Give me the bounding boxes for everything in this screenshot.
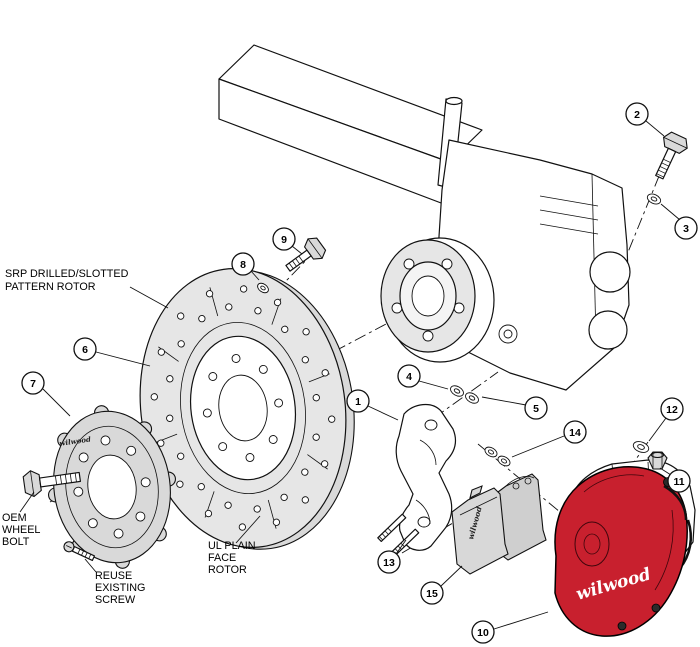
callouts: 1 2 3 4 5 6 7 8 9 10 11 12 13 14 15	[21, 102, 698, 644]
svg-text:15: 15	[426, 588, 438, 600]
label-srp-rotor-line1: SRP DRILLED/SLOTTED	[5, 268, 129, 280]
text-labels: SRP DRILLED/SLOTTED PATTERN ROTOR UL PLA…	[2, 268, 261, 606]
bracket-stud-upper	[377, 513, 407, 543]
knuckle-bolt	[655, 131, 688, 180]
bracket-washer-b	[465, 392, 479, 404]
knuckle-lobe-upper	[589, 251, 631, 293]
callout-2: 2	[625, 102, 649, 126]
callout-13: 13	[377, 550, 401, 574]
callout-8: 8	[231, 252, 255, 276]
callout-11: 11	[667, 469, 691, 493]
label-oem-bolt-line3: BOLT	[2, 536, 30, 548]
svg-text:1: 1	[355, 396, 361, 408]
label-reuse-screw-line1: REUSE	[95, 570, 132, 582]
svg-text:3: 3	[683, 223, 689, 235]
callout-1: 1	[346, 389, 370, 413]
rotor-drill-holes	[150, 285, 336, 531]
svg-text:9: 9	[281, 234, 287, 246]
label-oem-bolt-line2: WHEEL	[2, 524, 40, 536]
svg-text:4: 4	[406, 371, 412, 383]
callout-14: 14	[563, 420, 587, 444]
pad-washer-a	[484, 446, 498, 458]
svg-text:8: 8	[240, 259, 246, 271]
hat-bolt-holes	[73, 435, 151, 539]
label-reuse-screw-line3: SCREW	[95, 594, 136, 606]
hub-flange	[380, 237, 495, 363]
svg-text:2: 2	[634, 109, 640, 121]
caliper-washer	[632, 441, 650, 453]
bracket-washer-a	[450, 385, 464, 397]
crossover-tube	[663, 484, 688, 521]
svg-text:6: 6	[82, 344, 88, 356]
svg-text:12: 12	[666, 404, 678, 416]
callout-3: 3	[674, 216, 698, 240]
caliper-bolt-head	[651, 603, 661, 613]
label-ul-rotor-line2: FACE	[208, 552, 236, 564]
hat-adapter: wilwood	[48, 405, 176, 569]
callout-12: 12	[660, 397, 684, 421]
oem-wheel-bolt	[22, 470, 82, 498]
brake-pad-outer: wilwood	[451, 485, 509, 575]
hat-logo: wilwood	[59, 435, 92, 448]
svg-text:5: 5	[533, 403, 539, 415]
svg-text:7: 7	[30, 378, 36, 390]
shock-rod-cap	[445, 96, 463, 106]
callout-10: 10	[471, 620, 495, 644]
svg-text:11: 11	[673, 476, 684, 488]
rotor-screw	[285, 237, 327, 272]
knuckle-bolt-washer	[646, 193, 662, 205]
callout-9: 9	[272, 227, 296, 251]
label-ul-rotor-line1: UL PLAIN	[208, 540, 256, 552]
caliper-bolt-head	[617, 621, 627, 631]
callout-15: 15	[420, 581, 444, 605]
callout-6: 6	[73, 337, 97, 361]
svg-text:13: 13	[383, 557, 395, 569]
rotor-mount-holes	[202, 354, 284, 462]
svg-text:14: 14	[569, 427, 581, 439]
callout-5: 5	[524, 396, 548, 420]
caliper-bracket	[395, 404, 456, 551]
label-srp-rotor-line2: PATTERN ROTOR	[5, 281, 96, 293]
existing-screw	[63, 541, 96, 562]
label-reuse-screw-line2: EXISTING	[95, 582, 145, 594]
callout-7: 7	[21, 371, 45, 395]
svg-text:10: 10	[477, 627, 489, 639]
knuckle-lobe-lower	[588, 310, 628, 350]
callout-leaders	[42, 120, 681, 630]
rotor-screw-washer	[257, 282, 269, 294]
caliper-body	[554, 466, 688, 637]
caliper: wilwood	[554, 466, 688, 637]
axle-knuckle-assembly	[218, 44, 631, 391]
label-ul-rotor-line3: ROTOR	[208, 564, 247, 576]
label-oem-bolt-line1: OEM	[2, 512, 27, 524]
pad-washer-b	[497, 455, 511, 467]
caliper-nut	[647, 451, 668, 470]
rotor	[139, 268, 355, 550]
callout-4: 4	[397, 364, 421, 388]
